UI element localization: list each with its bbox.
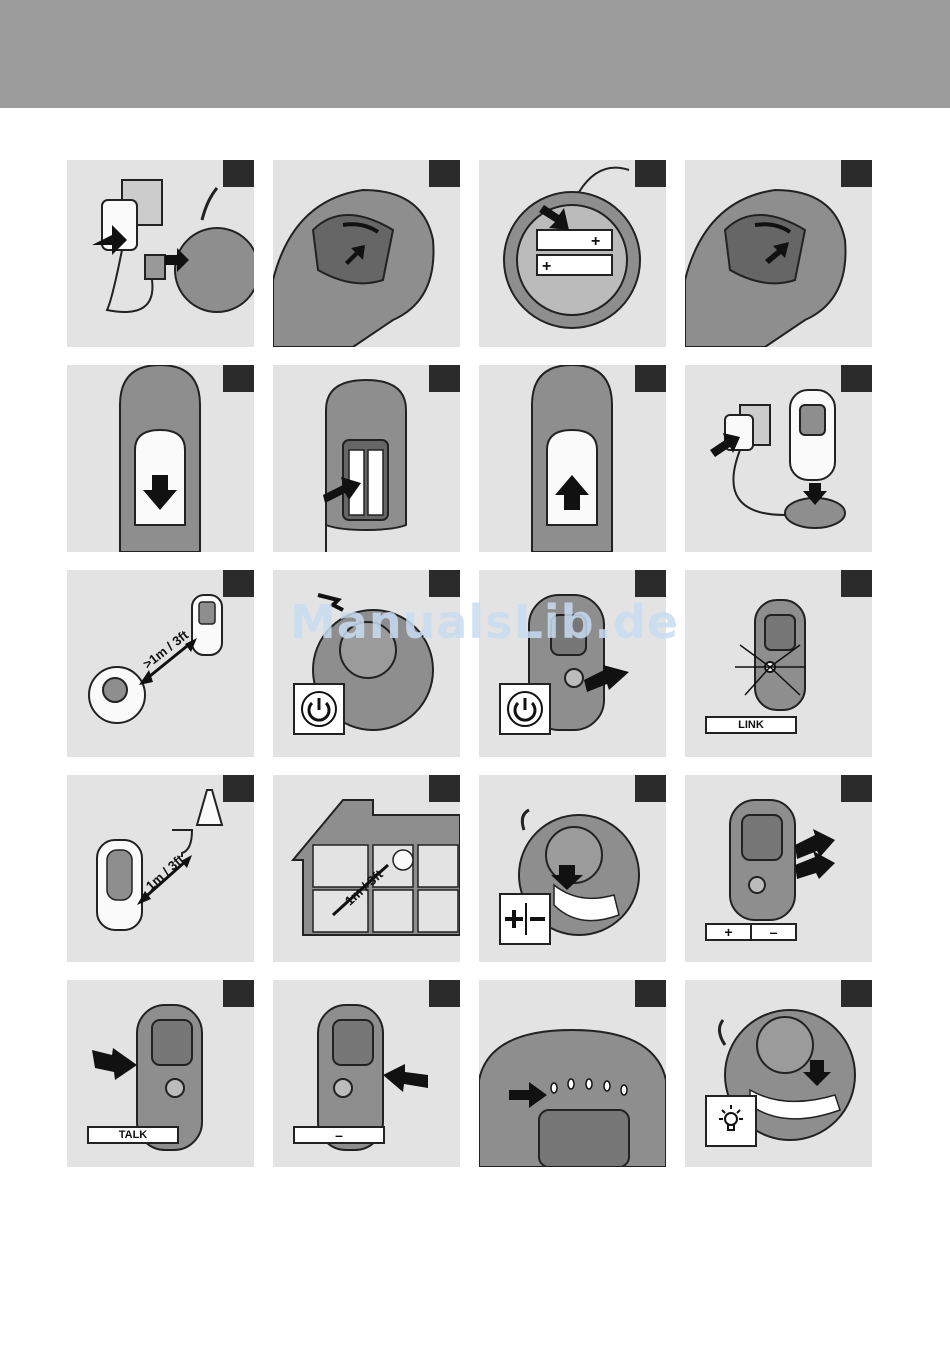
- power-icon: [295, 685, 343, 733]
- panel-15: [479, 775, 666, 962]
- power-icon: [501, 685, 549, 733]
- panel-2: [273, 160, 460, 347]
- panel-9: >1m / 3ft: [67, 570, 254, 757]
- illustration-baby-batteries: + +: [479, 160, 666, 347]
- panel-7: [479, 365, 666, 552]
- panel-20: [685, 980, 872, 1167]
- panel-3: + +: [479, 160, 666, 347]
- illustration-sound-lights: [479, 980, 666, 1167]
- plus-label: +: [707, 925, 752, 939]
- header-bar: [0, 0, 950, 108]
- panel-16: + –: [685, 775, 872, 962]
- plus-minus-icon: [501, 895, 549, 943]
- panel-4: [685, 160, 872, 347]
- illustration-cover-up: [479, 365, 666, 552]
- illustration-plug-adapter: [67, 160, 254, 347]
- illustration-open-compartment: [273, 160, 460, 347]
- illustration-cover-down: [67, 365, 254, 552]
- panel-6: [273, 365, 460, 552]
- svg-text:+: +: [591, 233, 600, 250]
- illustration-house-distance: [273, 775, 460, 962]
- panel-14: 1m / 3ft: [273, 775, 460, 962]
- panel-17: TALK: [67, 980, 254, 1167]
- power-icon-box: [293, 683, 345, 735]
- illustration-grid: + +: [67, 160, 870, 1168]
- illustration-charge: [685, 365, 872, 552]
- volume-icon-box: [499, 893, 551, 945]
- link-label: LINK: [705, 716, 797, 734]
- panel-8: [685, 365, 872, 552]
- panel-5: [67, 365, 254, 552]
- illustration-close-compartment: [685, 160, 872, 347]
- night-light-icon: [707, 1097, 755, 1145]
- talk-label: TALK: [87, 1126, 179, 1144]
- panel-19: [479, 980, 666, 1167]
- panel-13: 1m / 3ft: [67, 775, 254, 962]
- night-light-icon-box: [705, 1095, 757, 1147]
- panel-18: –: [273, 980, 460, 1167]
- illustration-parent-batteries: [273, 365, 460, 552]
- volume-label: + –: [705, 923, 797, 941]
- minus-label-box: –: [293, 1126, 385, 1144]
- illustration-distance: [67, 570, 254, 757]
- power-icon-box: [499, 683, 551, 735]
- svg-text:+: +: [542, 258, 551, 275]
- panel-12: LINK: [685, 570, 872, 757]
- minus-label: –: [752, 925, 795, 939]
- panel-1: [67, 160, 254, 347]
- watermark: ManualsLib.de: [290, 595, 679, 649]
